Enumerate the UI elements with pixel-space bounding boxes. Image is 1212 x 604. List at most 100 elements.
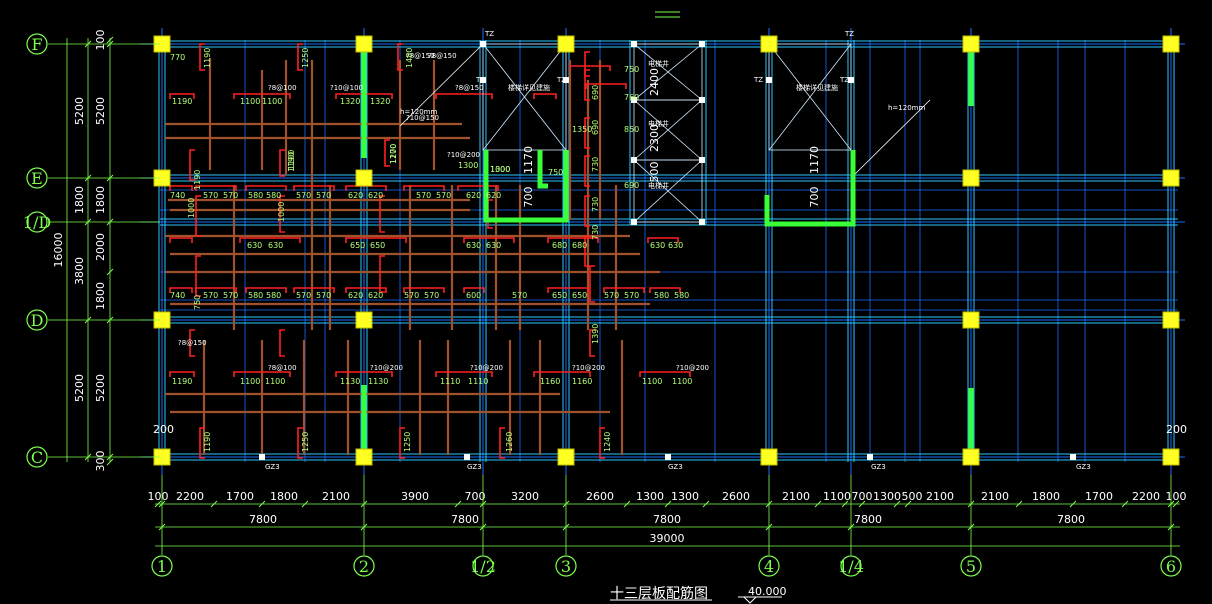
axis-label-1/D: 1/D — [23, 213, 51, 232]
small-column — [1070, 454, 1076, 460]
rebar-length-label: 850 — [624, 125, 639, 134]
top-rebar-hook — [403, 185, 445, 191]
top-rebar-hook — [584, 69, 590, 101]
dim-tick — [1121, 500, 1129, 508]
rebar-length-label: 730 — [591, 157, 600, 172]
stair-note: 电梯井 — [648, 59, 669, 68]
top-rebar-hook — [279, 149, 285, 177]
top-rebar-hook — [487, 199, 493, 229]
rebar-length-label: 1250 — [403, 432, 412, 452]
rebar-length-label: 1300 — [490, 165, 510, 174]
rebar-length-label: 1480 — [405, 48, 414, 68]
rebar-length-label: 690 — [591, 120, 600, 135]
rebar-length-label: 570 — [416, 191, 431, 200]
axis-bubble — [472, 555, 494, 577]
small-column — [259, 454, 265, 460]
axis-label-2: 1/2 — [470, 557, 496, 576]
axis-bubble — [960, 555, 982, 577]
top-rebar-hook — [533, 371, 591, 377]
rebar-length-label: 620 — [368, 291, 383, 300]
rebar-length-label: 740 — [170, 191, 185, 200]
dim-tick — [1069, 500, 1077, 508]
top-rebar-hook — [435, 371, 493, 377]
dim-stair: 1170 — [522, 146, 535, 174]
top-rebar-hook — [245, 185, 287, 191]
rebar-spec: ?10@150 — [406, 114, 439, 122]
rebar-length-label: 1000 — [277, 202, 286, 222]
top-rebar-hook — [457, 185, 499, 191]
top-rebar-hook — [533, 93, 557, 99]
rebar-spec: ?8@100 — [268, 84, 297, 92]
rebar-length-label: 620 — [486, 191, 501, 200]
rebar-spec: ?10@100 — [330, 84, 363, 92]
elevator-corner — [631, 97, 637, 103]
dim-bottom-detail: 1300 — [636, 490, 664, 503]
rebar-length-label: 1160 — [572, 377, 592, 386]
gz-tag: GZ3 — [871, 463, 886, 471]
column — [1162, 448, 1180, 466]
top-rebar-hook — [584, 51, 590, 77]
dim-bottom-bay: 7800 — [1057, 513, 1085, 526]
rebar-length-label: 680 — [572, 241, 587, 250]
rebar-length-label: 650 — [552, 291, 567, 300]
rebar-length-label: 580 — [248, 191, 263, 200]
rebar-spec: ?10@200 — [676, 364, 709, 372]
dim-bottom-detail: 2100 — [926, 490, 954, 503]
dim-tick — [893, 500, 901, 508]
dim-left-detail: 2000 — [94, 233, 107, 261]
rebar-length-label: 570 — [223, 291, 238, 300]
rebar-length-label: 630 — [650, 241, 665, 250]
elevator-corner — [631, 41, 637, 47]
dim-tick — [154, 500, 162, 508]
dim-bottom-detail: 1800 — [270, 490, 298, 503]
dim-tick — [106, 36, 114, 44]
stair-note: 楼梯详见建施 — [796, 83, 838, 92]
top-rebar-hook — [195, 255, 201, 297]
rebar-spec: ?10@200 — [572, 364, 605, 372]
axis-label-F: F — [31, 35, 42, 54]
rebar-length-label: 620 — [348, 191, 363, 200]
top-rebar-hook — [584, 117, 590, 149]
dim-bottom-bay: 7800 — [249, 513, 277, 526]
axis-bubble — [1160, 555, 1182, 577]
dim-tick — [106, 458, 114, 466]
dim-bottom-detail: 1800 — [1032, 490, 1060, 503]
axis-label-4: 4 — [764, 557, 774, 576]
dim-bottom-bay: 7800 — [653, 513, 681, 526]
gz-tag: GZ3 — [265, 463, 280, 471]
rebar-spec: ?8@150 — [428, 52, 457, 60]
tz-tag: TZ — [484, 30, 494, 38]
rebar-length-label: 1350 — [572, 125, 592, 134]
dim-left-detail: 5200 — [94, 97, 107, 125]
axis-label-7: 6 — [1166, 557, 1176, 576]
rebar-length-label: 570 — [512, 291, 527, 300]
top-rebar-hook — [463, 237, 515, 243]
rebar-length-label: 1250 — [301, 48, 310, 68]
dim-bottom-detail: 1700 — [1085, 490, 1113, 503]
rebar-length-label: 630 — [668, 241, 683, 250]
axis-label-D: D — [31, 311, 44, 330]
rebar-length-label: 570 — [404, 291, 419, 300]
leader-line — [850, 99, 931, 179]
rebar-length-label: 650 — [370, 241, 385, 250]
dim-tick — [1172, 500, 1180, 508]
dim-bottom-detail: 2200 — [1132, 490, 1160, 503]
rebar-length-label: 1000 — [187, 198, 196, 218]
rebar-length-label: 1100 — [287, 150, 296, 170]
dim-left-detail: 1800 — [94, 186, 107, 214]
top-rebar-hook — [195, 195, 201, 237]
dim-bottom-detail: 100 — [148, 490, 169, 503]
dim-left-bay: 1800 — [73, 186, 86, 214]
rebar-spec: ?8@100 — [268, 364, 297, 372]
top-rebar-hook — [584, 155, 590, 187]
rebar-length-label: 1110 — [468, 377, 488, 386]
dim-bottom-detail: 2600 — [586, 490, 614, 503]
small-column — [766, 77, 772, 83]
rebar-spec: ?8@150 — [178, 339, 207, 347]
small-column — [480, 77, 486, 83]
dim-left-detail: 100 — [94, 30, 107, 51]
axis-label-1: 2 — [359, 557, 369, 576]
axis-bubble — [26, 446, 48, 468]
rebar-length-label: 750 — [193, 295, 202, 310]
